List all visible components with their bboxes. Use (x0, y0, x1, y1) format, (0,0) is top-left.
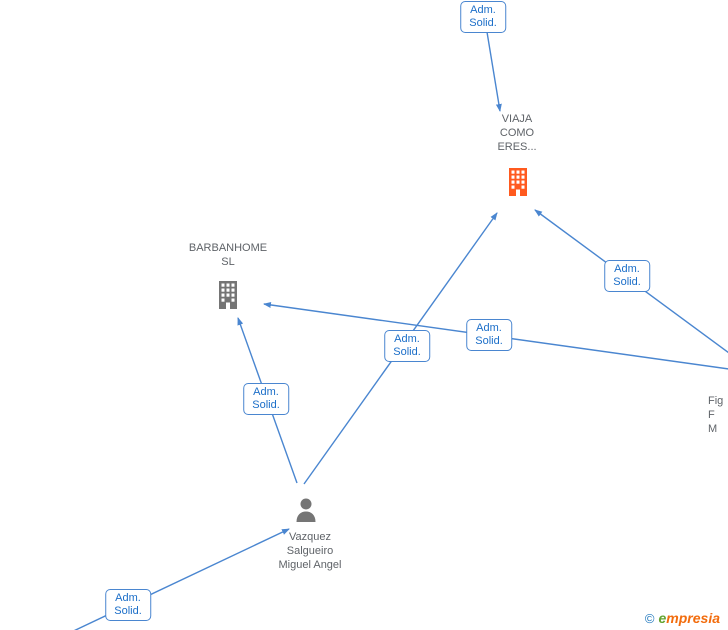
node-label-line: ERES... (497, 141, 537, 153)
node-label-viaja-como-eres[interactable]: VIAJA COMO ERES... (497, 112, 536, 154)
node-label-barbanhome-sl[interactable]: BARBANHOME SL (189, 241, 267, 269)
edge-label-line1: Adm. (394, 333, 420, 345)
brand-rest: mpresia (666, 610, 720, 626)
node-label-line: M (708, 423, 718, 435)
edge-label-line2: Solid. (613, 276, 641, 288)
edge-label-line1: Adm. (115, 592, 141, 604)
company-building-icon-viaja[interactable] (505, 168, 531, 196)
node-label-vazquez-salgueiro[interactable]: Vazquez Salgueiro Miguel Angel (279, 530, 342, 572)
node-label-line: Vazquez (289, 531, 331, 543)
edge-label-adm-solid-left[interactable]: Adm. Solid. (243, 383, 289, 415)
person-icon-vazquez[interactable] (293, 497, 319, 524)
company-building-icon-barbanhome[interactable] (215, 281, 241, 309)
building-icon (509, 168, 527, 196)
empresia-logo: empresia (659, 610, 721, 626)
edge-label-adm-solid-center[interactable]: Adm. Solid. (384, 330, 430, 362)
edge-label-adm-solid-bottom-left[interactable]: Adm. Solid. (105, 589, 151, 621)
node-label-line: Fig (708, 395, 724, 407)
node-label-line: VIAJA (501, 113, 533, 125)
edge-label-line2: Solid. (393, 346, 421, 358)
node-label-line: Miguel Angel (278, 559, 342, 571)
person-icon (296, 498, 316, 522)
edge-label-line1: Adm. (476, 322, 502, 334)
brand-first-letter: e (658, 610, 667, 626)
edge-label-line2: Solid. (114, 605, 142, 617)
edge-label-line2: Solid. (252, 399, 280, 411)
node-label-line: SL (221, 256, 235, 268)
edge-label-adm-solid-top[interactable]: Adm. Solid. (460, 1, 506, 33)
edge-admsolid-top-to-viaja (486, 31, 502, 112)
copyright-symbol: © (644, 611, 655, 626)
empresia-watermark[interactable]: ©empresia (645, 610, 720, 626)
edge-label-line2: Solid. (469, 17, 497, 29)
edge-label-adm-solid-right-upper[interactable]: Adm. Solid. (604, 260, 650, 292)
edge-label-line1: Adm. (614, 263, 640, 275)
node-label-line: BARBANHOME (188, 242, 268, 254)
node-label-clipped-right[interactable]: Fig F M (708, 394, 723, 436)
edge-label-line1: Adm. (470, 4, 496, 16)
edge-label-line1: Adm. (253, 386, 279, 398)
node-label-line: Salgueiro (286, 545, 334, 557)
building-icon (219, 281, 237, 309)
edge-label-line2: Solid. (475, 335, 503, 347)
edge-label-adm-solid-middle[interactable]: Adm. Solid. (466, 319, 512, 351)
node-label-line: COMO (499, 127, 535, 139)
node-label-line: F (708, 409, 715, 421)
